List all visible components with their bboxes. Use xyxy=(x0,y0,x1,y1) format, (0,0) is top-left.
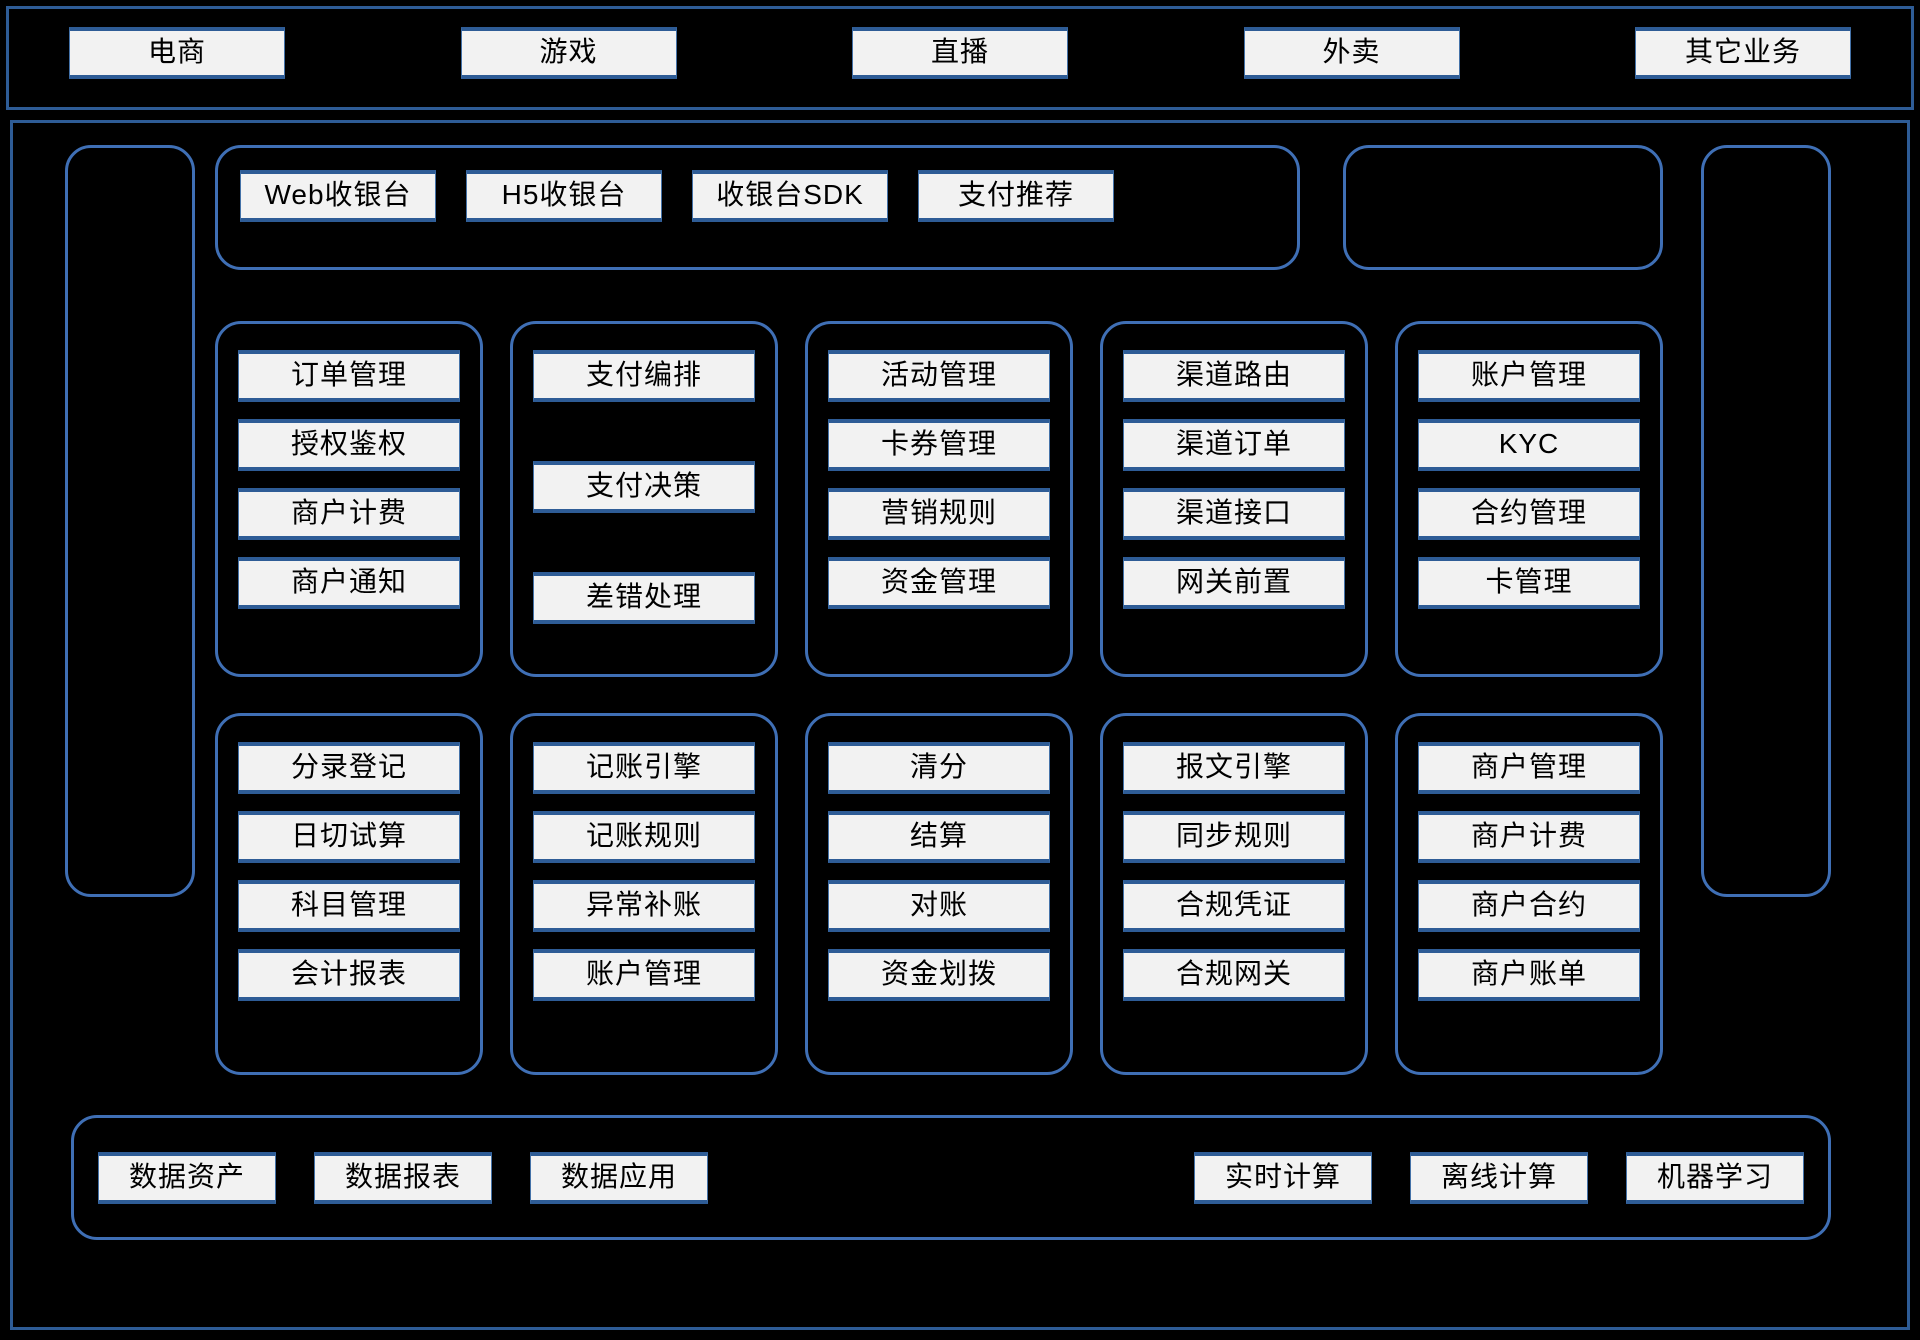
transaction-group: 订单管理 授权鉴权 商户计费 商户通知 xyxy=(215,321,483,677)
cap-chip-account-management[interactable]: 账户管理 xyxy=(1418,350,1640,402)
accounting-group: 分录登记 日切试算 科目管理 会计报表 xyxy=(215,713,483,1075)
left-rail-panel xyxy=(65,145,195,897)
data-chip-realtime-compute[interactable]: 实时计算 xyxy=(1194,1151,1372,1204)
checkout-chip-web[interactable]: Web收银台 xyxy=(240,170,436,222)
cap-chip-sync-rules[interactable]: 同步规则 xyxy=(1123,811,1345,863)
spare-panel xyxy=(1343,145,1663,270)
clearing-group: 清分 结算 对账 资金划拨 xyxy=(805,713,1073,1075)
business-chip-other[interactable]: 其它业务 xyxy=(1635,27,1851,79)
cap-chip-subject-management[interactable]: 科目管理 xyxy=(238,880,460,932)
cap-chip-order-management[interactable]: 订单管理 xyxy=(238,350,460,402)
checkout-chip-sdk[interactable]: 收银台SDK xyxy=(692,170,888,222)
channel-group: 渠道路由 渠道订单 渠道接口 网关前置 xyxy=(1100,321,1368,677)
cap-chip-merchant-contract[interactable]: 商户合约 xyxy=(1418,880,1640,932)
merchant-group: 商户管理 商户计费 商户合约 商户账单 xyxy=(1395,713,1663,1075)
cap-chip-merchant-management[interactable]: 商户管理 xyxy=(1418,742,1640,794)
cap-chip-compliance-gateway[interactable]: 合规网关 xyxy=(1123,949,1345,1001)
account-group: 账户管理 KYC 合约管理 卡管理 xyxy=(1395,321,1663,677)
data-platform-strip: 数据资产 数据报表 数据应用 实时计算 离线计算 机器学习 xyxy=(71,1115,1831,1240)
cap-chip-channel-interface[interactable]: 渠道接口 xyxy=(1123,488,1345,540)
business-chip-gaming[interactable]: 游戏 xyxy=(460,27,677,79)
cap-chip-error-handling[interactable]: 差错处理 xyxy=(533,572,755,624)
capability-grid-row-2: 分录登记 日切试算 科目管理 会计报表 记账引擎 记账规则 异常补账 账户管理 … xyxy=(215,713,1663,1075)
right-rail-panel xyxy=(1701,145,1831,897)
checkout-chip-recommendation[interactable]: 支付推荐 xyxy=(918,170,1114,222)
cap-chip-merchant-billing[interactable]: 商户计费 xyxy=(238,488,460,540)
business-line-row: 电商 游戏 直播 外卖 其它业务 xyxy=(9,9,1911,107)
cap-chip-bookkeeping-engine[interactable]: 记账引擎 xyxy=(533,742,755,794)
compliance-group: 报文引擎 同步规则 合规凭证 合规网关 xyxy=(1100,713,1368,1075)
cap-chip-channel-order[interactable]: 渠道订单 xyxy=(1123,419,1345,471)
cap-chip-kyc[interactable]: KYC xyxy=(1418,419,1640,471)
cap-chip-daily-cutoff-trial[interactable]: 日切试算 xyxy=(238,811,460,863)
cap-chip-exception-repair[interactable]: 异常补账 xyxy=(533,880,755,932)
data-chip-machine-learning[interactable]: 机器学习 xyxy=(1626,1151,1804,1204)
cap-chip-accounting-report[interactable]: 会计报表 xyxy=(238,949,460,1001)
cap-chip-reconciliation[interactable]: 对账 xyxy=(828,880,1050,932)
cap-chip-merchant-fee[interactable]: 商户计费 xyxy=(1418,811,1640,863)
data-chip-data-application[interactable]: 数据应用 xyxy=(530,1151,708,1204)
cap-chip-clearing[interactable]: 清分 xyxy=(828,742,1050,794)
cap-chip-settlement[interactable]: 结算 xyxy=(828,811,1050,863)
cap-chip-campaign-management[interactable]: 活动管理 xyxy=(828,350,1050,402)
cap-chip-compliance-voucher[interactable]: 合规凭证 xyxy=(1123,880,1345,932)
cap-chip-merchant-notification[interactable]: 商户通知 xyxy=(238,557,460,609)
data-chip-data-asset[interactable]: 数据资产 xyxy=(98,1151,276,1204)
cap-chip-bookkeeping-rules[interactable]: 记账规则 xyxy=(533,811,755,863)
cap-chip-fund-management[interactable]: 资金管理 xyxy=(828,557,1050,609)
checkout-chip-h5[interactable]: H5收银台 xyxy=(466,170,662,222)
data-platform-row: 数据资产 数据报表 数据应用 实时计算 离线计算 机器学习 xyxy=(74,1118,1828,1237)
checkout-row: Web收银台 H5收银台 收银台SDK 支付推荐 xyxy=(218,148,1297,222)
cap-chip-payment-decision[interactable]: 支付决策 xyxy=(533,461,755,513)
platform-frame: Web收银台 H5收银台 收银台SDK 支付推荐 订单管理 授权鉴权 商户计费 … xyxy=(10,120,1910,1330)
cap-chip-marketing-rules[interactable]: 营销规则 xyxy=(828,488,1050,540)
business-chip-livestream[interactable]: 直播 xyxy=(852,27,1068,79)
capability-grid-row-1: 订单管理 授权鉴权 商户计费 商户通知 支付编排 支付决策 差错处理 活动管理 … xyxy=(215,321,1663,677)
business-chip-ecommerce[interactable]: 电商 xyxy=(69,27,285,79)
cap-chip-payment-orchestration[interactable]: 支付编排 xyxy=(533,350,755,402)
checkout-panel: Web收银台 H5收银台 收银台SDK 支付推荐 xyxy=(215,145,1300,270)
business-line-band: 电商 游戏 直播 外卖 其它业务 xyxy=(6,6,1914,110)
cap-chip-gateway-frontend[interactable]: 网关前置 xyxy=(1123,557,1345,609)
cap-chip-message-engine[interactable]: 报文引擎 xyxy=(1123,742,1345,794)
cap-chip-journal-entry[interactable]: 分录登记 xyxy=(238,742,460,794)
cap-chip-channel-routing[interactable]: 渠道路由 xyxy=(1123,350,1345,402)
data-chip-data-report[interactable]: 数据报表 xyxy=(314,1151,492,1204)
cap-chip-coupon-management[interactable]: 卡券管理 xyxy=(828,419,1050,471)
cap-chip-contract-management[interactable]: 合约管理 xyxy=(1418,488,1640,540)
payment-orchestration-group: 支付编排 支付决策 差错处理 xyxy=(510,321,778,677)
cap-chip-card-management[interactable]: 卡管理 xyxy=(1418,557,1640,609)
cap-chip-ledger-account-management[interactable]: 账户管理 xyxy=(533,949,755,1001)
bookkeeping-group: 记账引擎 记账规则 异常补账 账户管理 xyxy=(510,713,778,1075)
cap-chip-authorization[interactable]: 授权鉴权 xyxy=(238,419,460,471)
cap-chip-merchant-bill[interactable]: 商户账单 xyxy=(1418,949,1640,1001)
business-chip-takeout[interactable]: 外卖 xyxy=(1243,27,1460,79)
marketing-group: 活动管理 卡券管理 营销规则 资金管理 xyxy=(805,321,1073,677)
cap-chip-fund-transfer[interactable]: 资金划拨 xyxy=(828,949,1050,1001)
data-chip-offline-compute[interactable]: 离线计算 xyxy=(1410,1151,1588,1204)
